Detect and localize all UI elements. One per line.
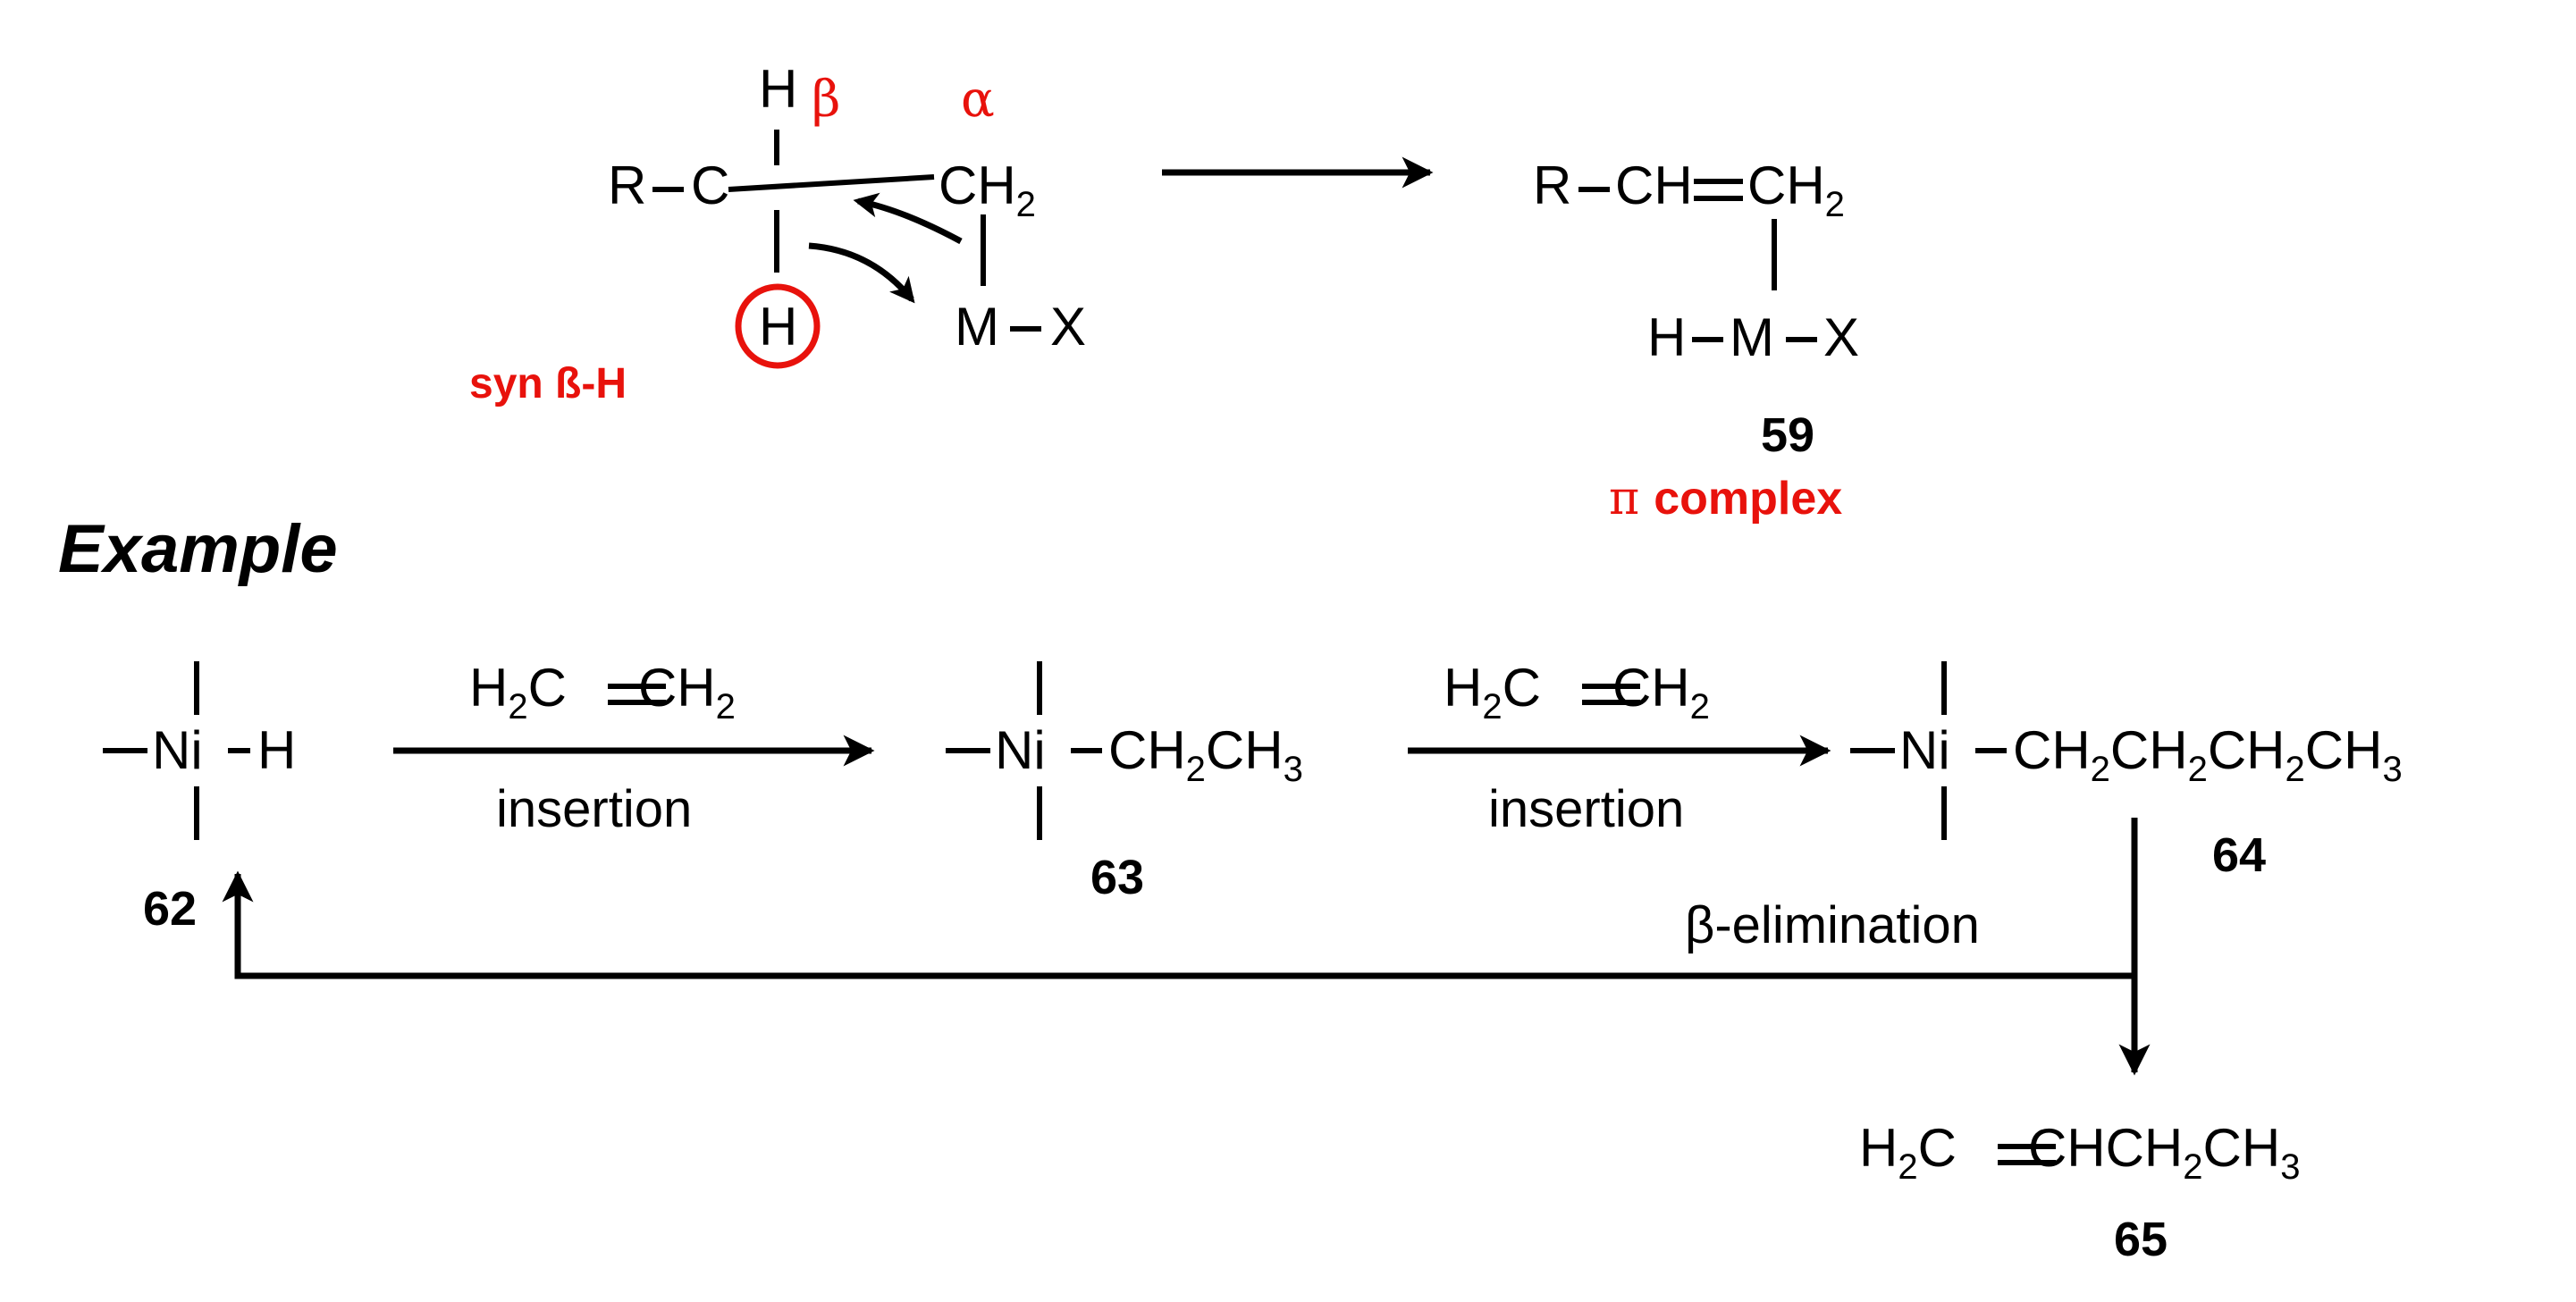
ni-label-64: Ni (1899, 720, 1950, 780)
butyl-sub-1: 2 (2091, 750, 2110, 789)
butyl-ch-1: CH (2013, 720, 2091, 780)
r-group-label: R (608, 155, 646, 215)
butyl-sub-3: 2 (2286, 750, 2305, 789)
ni-label-63: Ni (995, 720, 1046, 780)
butyl-ch-2: CH (2110, 720, 2188, 780)
h-label-62: H (257, 720, 296, 780)
mechanism-reactant: R C H β α CH2 H M X syn ß-H (469, 59, 1086, 407)
regeneration-return-arrow (222, 870, 2134, 979)
ethyl-ch3-63: CH (1206, 720, 1284, 780)
ch-text: CH (939, 155, 1016, 215)
syn-beta-h-caption: syn ß-H (469, 360, 627, 407)
reagent-sub-b-2: 2 (1690, 687, 1710, 727)
butyl-sub-2: 2 (2188, 750, 2208, 789)
reagent-sub-b-1: 2 (716, 687, 736, 727)
h-label-59: H (1647, 307, 1686, 367)
syn-h-label: H (759, 297, 797, 357)
ethyl-sub-2-63: 2 (1186, 750, 1206, 789)
reagent-h-2: H (1444, 658, 1482, 718)
compound-number-64: 64 (2212, 828, 2266, 882)
r-group-label-59: R (1533, 155, 1571, 215)
ethyl-chain-63: CH2CH3 (1108, 720, 1303, 789)
reagent-c-1: C (528, 658, 567, 718)
reagent-sub-a-1: 2 (508, 687, 527, 727)
butyl-ch-4: CH (2305, 720, 2383, 780)
pi-symbol: π (1609, 472, 1639, 525)
compound-64: Ni CH2CH2CH2CH3 64 (1850, 661, 2403, 882)
compound-number-59: 59 (1761, 408, 1814, 462)
bond-c-c (728, 174, 935, 192)
ch2-label-59: CH2 (1747, 155, 1845, 224)
complex-word: complex (1654, 473, 1842, 525)
reagent-c-2: C (1503, 658, 1541, 718)
reagent-h-1: H (469, 658, 508, 718)
subscript-2-59: 2 (1825, 185, 1845, 224)
x-label-59: X (1823, 307, 1859, 367)
ethyl-ch-63: CH (1108, 720, 1186, 780)
compound-63: Ni CH2CH3 63 (946, 661, 1303, 904)
insertion-label-1: insertion (496, 780, 692, 838)
beta-elimination-label: β-elimination (1685, 896, 1980, 954)
subscript-2: 2 (1016, 185, 1036, 224)
x-ligand-label: X (1050, 297, 1086, 357)
syn-h-highlight-circle (735, 283, 821, 369)
butene-sub-3: 2 (2183, 1147, 2202, 1187)
butene-sub-4: 3 (2280, 1147, 2300, 1187)
m-label-59: M (1730, 307, 1774, 367)
pi-complex-caption: π complex (1609, 472, 1842, 525)
butyl-chain-64: CH2CH2CH2CH3 (2013, 720, 2403, 789)
compound-number-62: 62 (143, 882, 197, 936)
beta-h-top-label: H (759, 59, 797, 119)
curved-arrow-c-c-to-cm (853, 192, 963, 245)
butene-h: H (1859, 1118, 1898, 1178)
butene-sub-1: 2 (1898, 1147, 1917, 1187)
compound-number-65: 65 (2114, 1213, 2168, 1266)
butene-c: C (1918, 1118, 1957, 1178)
curved-arrow-ch-to-mh (808, 242, 915, 304)
beta-elimination-pathway: β-elimination (222, 818, 2151, 1076)
ethyl-sub-3-63: 3 (1284, 750, 1303, 789)
butene-ch: CH (2203, 1118, 2281, 1178)
compound-62: Ni H 62 (103, 661, 296, 936)
reagent-sub-a-2: 2 (1482, 687, 1502, 727)
example-heading: Example (58, 511, 338, 587)
beta-symbol: β (812, 71, 840, 129)
butyl-sub-4: 3 (2382, 750, 2402, 789)
compound-number-63: 63 (1090, 851, 1144, 904)
alpha-symbol: α (961, 71, 995, 129)
ch-text-59: CH (1747, 155, 1825, 215)
ch2-alpha-label: CH2 (939, 155, 1036, 224)
butyl-ch-3: CH (2208, 720, 2286, 780)
beta-carbon-label: C (691, 155, 729, 215)
metal-m-label: M (955, 297, 999, 357)
ni-label-62: Ni (152, 720, 203, 780)
insertion-label-2: insertion (1488, 780, 1684, 838)
ch-label-59: CH (1615, 155, 1693, 215)
